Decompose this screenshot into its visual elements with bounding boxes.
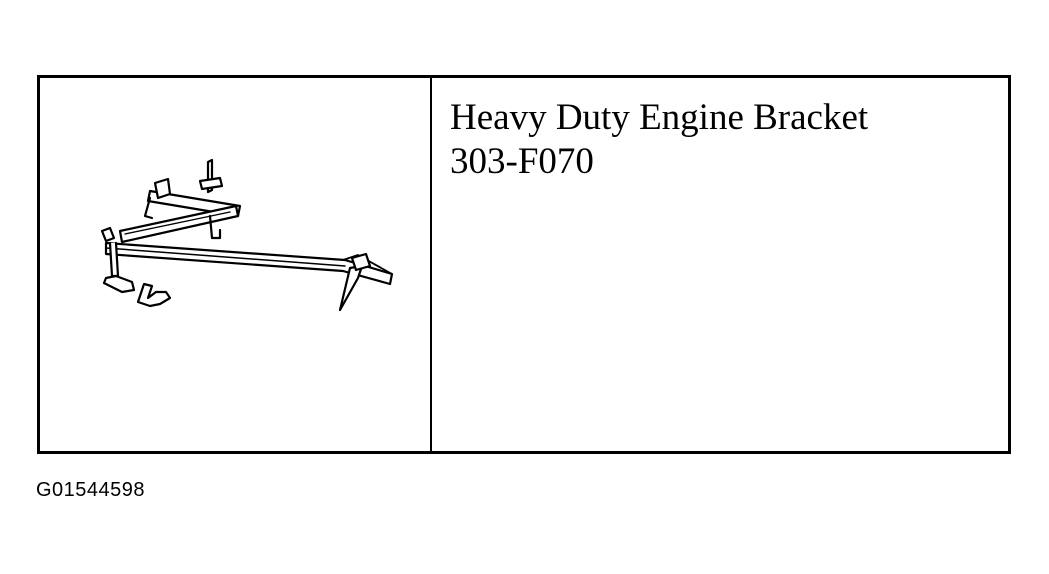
panel-divider [430,78,432,451]
tool-description: Heavy Duty Engine Bracket 303-F070 [450,96,868,184]
figure-id: G01544598 [36,479,146,501]
tool-name: Heavy Duty Engine Bracket [450,97,869,138]
engine-bracket-icon [100,158,394,312]
tool-part-number: 303-F070 [450,141,594,182]
tool-panel: Heavy Duty Engine Bracket 303-F070 [37,75,1011,454]
